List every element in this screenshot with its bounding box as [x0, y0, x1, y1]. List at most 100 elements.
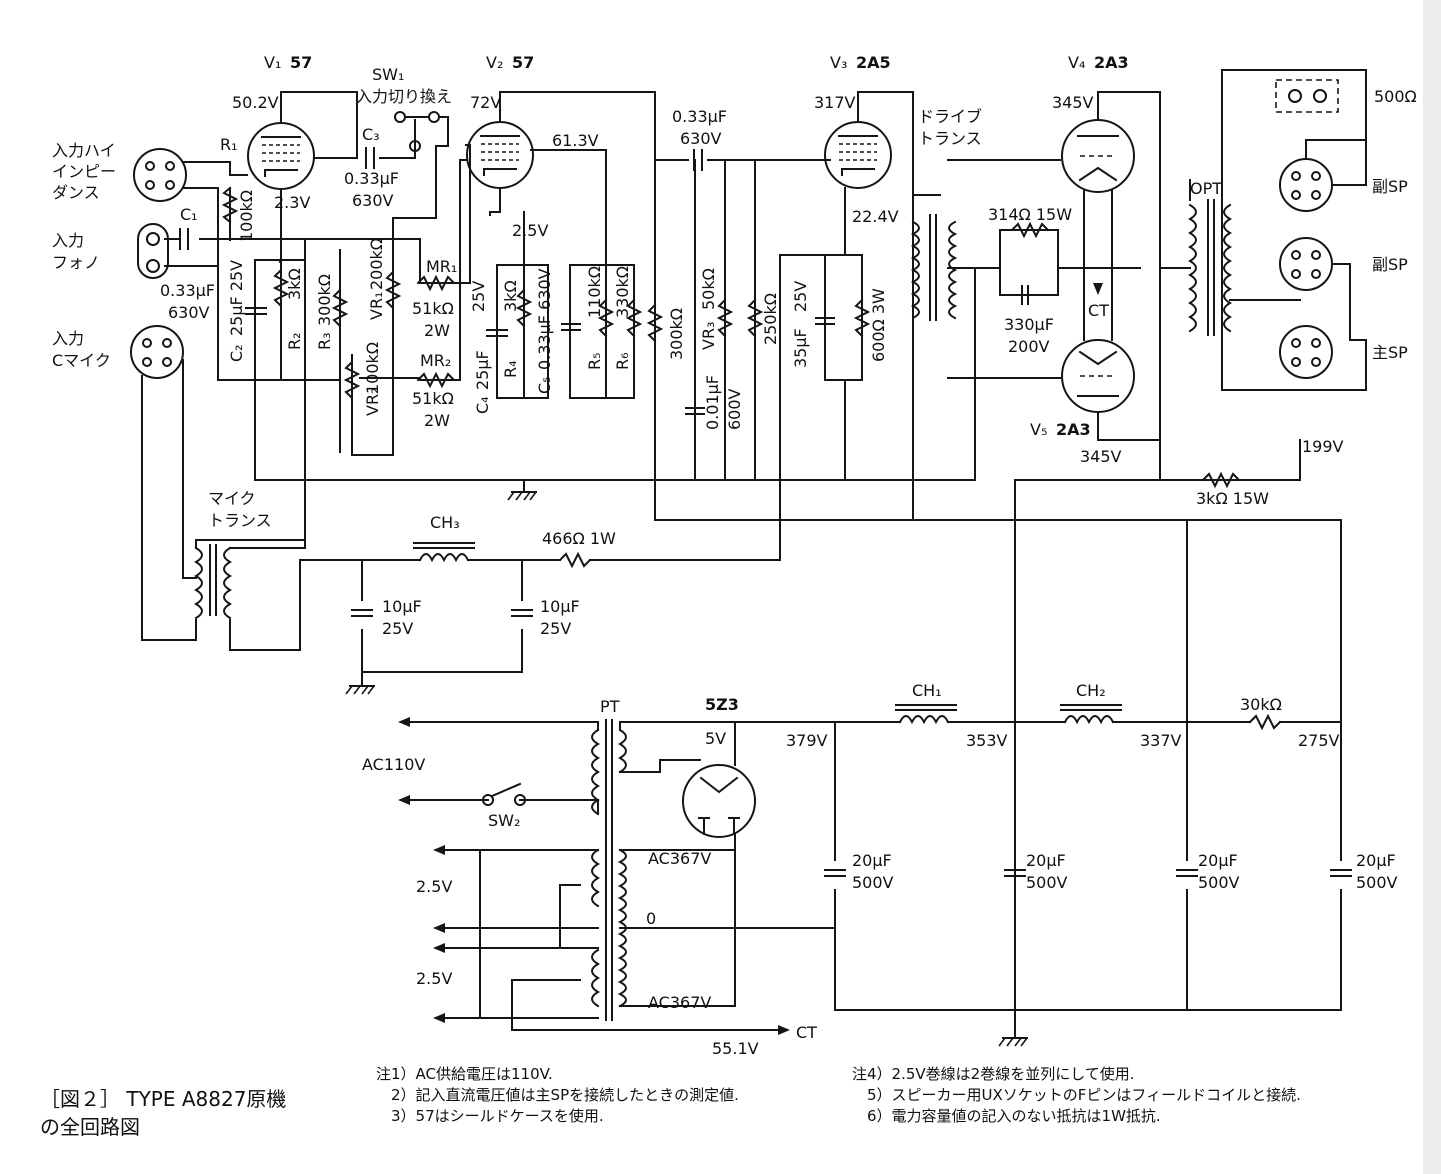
v3-type: 2A5	[856, 53, 891, 72]
c330-value: 330μF	[1004, 315, 1054, 334]
figure-caption-line-2: の全回路図	[40, 1115, 140, 1139]
hi-z-input-jack[interactable]	[133, 148, 187, 202]
note-1: 注1）AC供給電圧は110V.	[376, 1065, 553, 1083]
figure-caption: ［図２］ TYPE A8827原機 の全回路図	[40, 1085, 286, 1141]
c3-value-2: 630V	[352, 191, 394, 210]
mr1-value-2: 2W	[424, 321, 450, 340]
sp-500-label: 500Ω	[1374, 87, 1417, 106]
mr1-value-1: 51kΩ	[412, 299, 454, 318]
c2-label: C₂	[227, 344, 246, 362]
phono-label-1: 入力	[52, 231, 84, 250]
node-337v: 337V	[1140, 731, 1182, 750]
c4-voltage: 25V	[469, 281, 488, 312]
arrow-markers	[398, 283, 1103, 1035]
v1-cathode-voltage: 2.3V	[274, 193, 310, 212]
v2-type: 57	[512, 53, 534, 72]
note-5: 5）スピーカー用UXソケットのFピンはフィールドコイルと接続.	[852, 1086, 1301, 1104]
hi-z-label-1: 入力ハイ	[52, 141, 116, 160]
ch1-label: CH₁	[912, 681, 942, 700]
tube-v3	[824, 121, 892, 189]
r4-value: 3kΩ	[501, 280, 520, 312]
ct-output-label: CT	[796, 1023, 817, 1042]
drive-trans-label-2: トランス	[918, 129, 982, 148]
sw1-name: SW₁	[372, 65, 404, 84]
speaker-jack-sub1[interactable]	[1279, 158, 1333, 212]
tube-v4	[1061, 119, 1135, 193]
ch3-label: CH₃	[430, 513, 460, 532]
r600-value: 600Ω 3W	[869, 288, 888, 362]
vr3-label: VR₃	[699, 322, 718, 350]
v5-name: V₅	[1030, 420, 1047, 439]
speaker-wiring	[1305, 139, 1367, 361]
node-353v: 353V	[966, 731, 1008, 750]
mr2-value-2: 2W	[424, 411, 450, 430]
r250k-value: 250kΩ	[761, 293, 780, 345]
ground-symbol	[507, 491, 537, 501]
notes-left: 注1）AC供給電圧は110V. 2）記入直流電圧値は主SPを接続したときの測定値…	[376, 1064, 739, 1127]
v1-type: 57	[290, 53, 312, 72]
c20-c-voltage: 500V	[1198, 873, 1240, 892]
speaker-jack-sub2[interactable]	[1279, 237, 1333, 291]
v4-plate-voltage: 345V	[1052, 93, 1094, 112]
drive-trans-label-1: ドライブ	[918, 107, 982, 126]
v3-cathode-voltage: 22.4V	[852, 207, 899, 226]
speaker-jack-main[interactable]	[1279, 325, 1333, 379]
c20-d-value: 20μF	[1356, 851, 1396, 870]
mic-trans-label-2: トランス	[208, 511, 272, 530]
v5-type: 2A3	[1056, 420, 1091, 439]
c35-value: 35μF	[791, 328, 810, 368]
sp-main-label: 主SP	[1372, 343, 1408, 362]
v2-screen-voltage: 61.3V	[552, 131, 599, 150]
c10a-value: 10μF	[382, 597, 422, 616]
r3-value: 300kΩ	[315, 274, 334, 326]
vr2-value: 100kΩ	[363, 342, 382, 394]
c20-a-voltage: 500V	[852, 873, 894, 892]
c2-value: 25μF 25V	[227, 260, 246, 336]
r1-value: 100kΩ	[237, 190, 256, 242]
mic-trans-label-1: マイク	[208, 489, 256, 508]
v3-name: V₃	[830, 53, 847, 72]
rectifier-type: 5Z3	[705, 695, 739, 714]
power-supply-rail	[734, 519, 1342, 1037]
note-6: 6）電力容量値の記入のない抵抗は1W抵抗.	[852, 1107, 1161, 1125]
sw2-label: SW₂	[488, 811, 520, 830]
node-275v: 275V	[1298, 731, 1340, 750]
c20-d-voltage: 500V	[1356, 873, 1398, 892]
ct-label: CT	[1088, 301, 1109, 320]
c4-value: 25μF	[473, 350, 492, 390]
c1-value-1: 0.33μF	[160, 281, 215, 300]
c001-voltage: 600V	[725, 388, 744, 430]
r5-value: 110kΩ	[585, 266, 604, 318]
filament-25-a: 2.5V	[416, 877, 452, 896]
sp-sub1-label: 副SP	[1372, 177, 1408, 196]
phono-input-jack[interactable]	[137, 223, 169, 279]
pt-label: PT	[600, 697, 620, 716]
v5-plate-voltage: 345V	[1080, 447, 1122, 466]
tube-v2	[466, 121, 534, 189]
mr1-label: MR₁	[426, 257, 457, 276]
ac-input-label: AC110V	[362, 755, 425, 774]
mic-input-jack[interactable]	[130, 325, 184, 379]
r314-value: 314Ω 15W	[988, 205, 1072, 224]
r300k-value: 300kΩ	[667, 308, 686, 360]
output-transformer	[1188, 199, 1232, 336]
vr1-value: 200kΩ	[367, 238, 386, 290]
hi-z-label-3: ダンス	[52, 183, 100, 202]
ac367-label-b: AC367V	[648, 993, 711, 1012]
rectifier-filament-voltage: 5V	[705, 729, 726, 748]
vr1-label: VR₁	[367, 292, 386, 320]
tube-5z3	[682, 764, 756, 838]
r6-label: R₆	[613, 352, 632, 370]
c20-b-voltage: 500V	[1026, 873, 1068, 892]
v1-name: V₁	[264, 53, 281, 72]
c20-c-value: 20μF	[1198, 851, 1238, 870]
speaker-jack-500ohm[interactable]	[1275, 79, 1339, 113]
mr2-value-1: 51kΩ	[412, 389, 454, 408]
tube-labels: V₁ 57 50.2V 2.3V V₂ 57 72V 61.3V 2.5V V₃…	[232, 53, 1129, 748]
c4-label: C₄	[473, 396, 492, 414]
mic-label-2: Cマイク	[52, 351, 111, 370]
r1-label: R₁	[220, 135, 238, 154]
note-3: 3）57はシールドケースを使用.	[376, 1107, 604, 1125]
v4-type: 2A3	[1094, 53, 1129, 72]
